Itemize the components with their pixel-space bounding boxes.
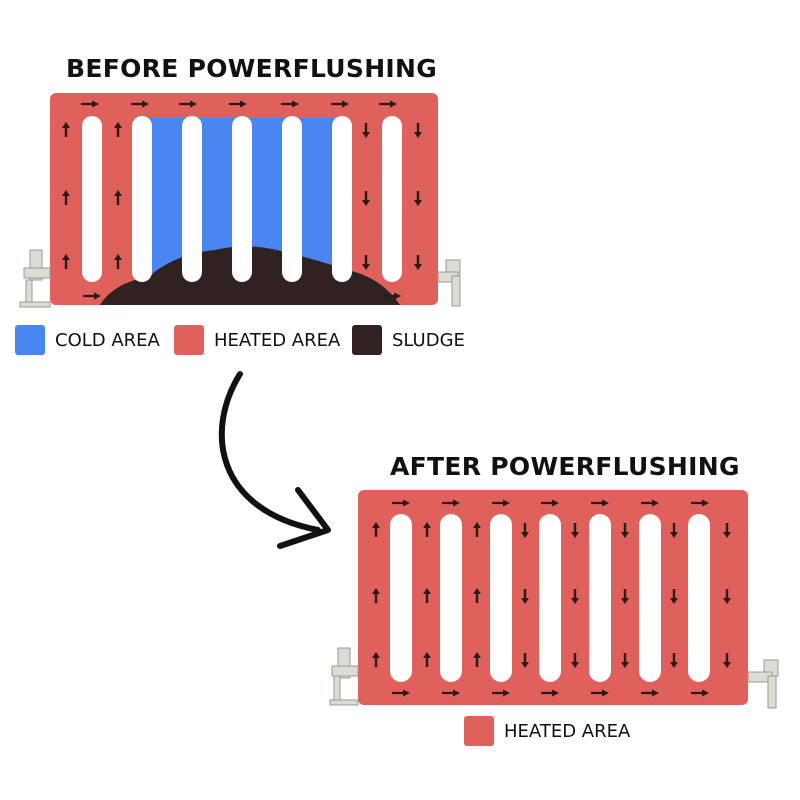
radiator-column [182, 116, 202, 282]
flow-up-arrow [372, 522, 380, 537]
flow-right-arrow [331, 100, 349, 108]
flow-down-arrow [362, 191, 370, 206]
flow-down-arrow [670, 589, 678, 604]
radiator-column [232, 116, 252, 282]
flow-up-arrow [423, 522, 431, 537]
legend-cold-swatch [15, 325, 45, 355]
flow-right-arrow [442, 499, 460, 507]
flow-down-arrow [414, 191, 422, 206]
flow-up-arrow [114, 254, 122, 269]
flow-up-arrow [473, 522, 481, 537]
flow-right-arrow [81, 100, 99, 108]
flow-up-arrow [62, 254, 70, 269]
flow-down-arrow [414, 255, 422, 270]
flow-right-arrow [591, 689, 609, 697]
flow-right-arrow [83, 292, 101, 300]
legend-heated-label: HEATED AREA [214, 329, 341, 351]
left-valve-icon [329, 647, 359, 706]
flow-up-arrow [473, 652, 481, 667]
flow-up-arrow [372, 652, 380, 667]
legend-after-heated-swatch [464, 716, 494, 746]
flow-up-arrow [62, 190, 70, 205]
flow-right-arrow [281, 100, 299, 108]
legend-heated-area: HEATED AREA [174, 325, 340, 355]
radiator-column [82, 116, 102, 282]
legend-sludge-label: SLUDGE [392, 329, 465, 351]
flow-right-arrow [379, 100, 397, 108]
flow-up-arrow [372, 588, 380, 603]
legend-sludge-swatch [352, 325, 382, 355]
legend-cold-label: COLD AREA [55, 329, 160, 351]
flow-right-arrow [591, 499, 609, 507]
flow-down-arrow [621, 653, 629, 668]
flow-right-arrow [691, 689, 709, 697]
legend-after-heated-area: HEATED AREA [464, 716, 630, 746]
flow-right-arrow [541, 689, 559, 697]
legend-after-heated-label: HEATED AREA [504, 720, 631, 742]
radiator-column [589, 514, 611, 682]
radiator-column [132, 116, 152, 282]
flow-right-arrow [492, 499, 510, 507]
left-valve-icon [19, 249, 51, 308]
legend-heated-swatch [174, 325, 204, 355]
flow-down-arrow [571, 523, 579, 538]
flow-down-arrow [621, 589, 629, 604]
flow-right-arrow [392, 689, 410, 697]
flow-right-arrow [641, 689, 659, 697]
flow-right-arrow [131, 100, 149, 108]
flow-down-arrow [571, 589, 579, 604]
flow-down-arrow [521, 653, 529, 668]
flow-up-arrow [114, 190, 122, 205]
flow-down-arrow [571, 653, 579, 668]
right-valve-icon [437, 259, 461, 307]
flow-right-arrow [691, 499, 709, 507]
flow-right-arrow [392, 499, 410, 507]
flow-right-arrow [492, 689, 510, 697]
radiator-column [440, 514, 462, 682]
flow-up-arrow [423, 588, 431, 603]
flow-down-arrow [621, 523, 629, 538]
flow-up-arrow [62, 122, 70, 137]
flow-down-arrow [521, 523, 529, 538]
radiator-column [332, 116, 352, 282]
flow-right-arrow [541, 499, 559, 507]
flow-down-arrow [670, 523, 678, 538]
flow-right-arrow [442, 689, 460, 697]
flow-down-arrow [362, 255, 370, 270]
radiator-column [539, 514, 561, 682]
after-title: AFTER POWERFLUSHING [390, 452, 740, 481]
flow-right-arrow [641, 499, 659, 507]
legend-sludge: SLUDGE [352, 325, 465, 355]
flow-right-arrow [229, 100, 247, 108]
flow-right-arrow [179, 100, 197, 108]
flow-down-arrow [723, 589, 731, 604]
legend-cold-area: COLD AREA [15, 325, 160, 355]
flow-down-arrow [414, 123, 422, 138]
radiator-column [382, 116, 402, 282]
before-title: BEFORE POWERFLUSHING [66, 54, 438, 83]
flow-down-arrow [723, 523, 731, 538]
radiator-column [490, 514, 512, 682]
flow-up-arrow [114, 122, 122, 137]
radiator-column [639, 514, 661, 682]
right-valve-icon [747, 659, 779, 709]
flow-right-arrow [383, 292, 401, 300]
flow-up-arrow [473, 588, 481, 603]
flow-down-arrow [521, 589, 529, 604]
flow-down-arrow [723, 653, 731, 668]
flow-down-arrow [362, 123, 370, 138]
radiator-column [688, 514, 710, 682]
radiator-column [282, 116, 302, 282]
flow-up-arrow [423, 652, 431, 667]
radiator-column [390, 514, 412, 682]
flow-down-arrow [670, 653, 678, 668]
